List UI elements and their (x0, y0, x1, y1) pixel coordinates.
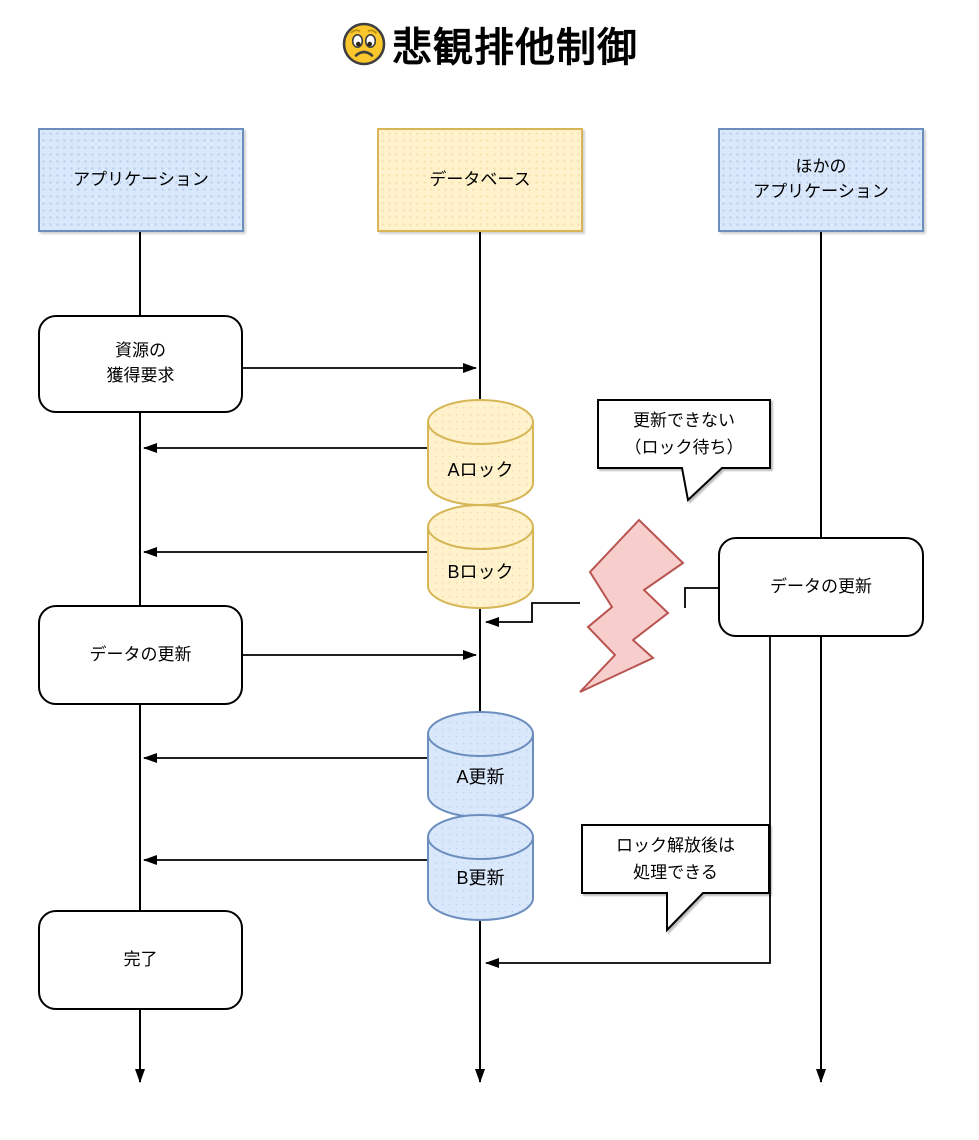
step-other-update-data: データの更新 (718, 537, 924, 637)
actor-application-label: アプリケーション (73, 169, 209, 189)
arrow-blocked-update-right-part (684, 587, 720, 608)
actor-database-label: データベース (429, 169, 531, 189)
step-update-data: データの更新 (38, 605, 243, 705)
cylinder-lock-a-label: Aロック (447, 460, 514, 480)
actor-other-application: ほかの アプリケーション (718, 128, 924, 232)
worried-face-emoji-icon (342, 22, 386, 66)
step-acquire-request-label: 資源の 獲得要求 (106, 341, 175, 385)
cylinder-lock-b (427, 504, 534, 609)
cylinder-update-b (427, 814, 534, 921)
cylinder-lock-a (427, 399, 534, 506)
arrow-blocked-update-left-part (485, 602, 580, 627)
lightning-bolt-icon (579, 518, 685, 693)
callout-bubble-cannot-update (597, 399, 771, 502)
callout-cannot-update-text: 更新できない （ロック待ち） (624, 411, 744, 458)
step-complete-label: 完了 (123, 949, 158, 969)
step-update-data-label: データの更新 (89, 644, 192, 664)
step-other-update-data-label: データの更新 (770, 576, 872, 596)
step-acquire-request: 資源の 獲得要求 (38, 315, 243, 413)
cylinder-update-a-label: A更新 (456, 767, 505, 787)
cylinder-update-b-label: B更新 (456, 868, 505, 888)
callout-bubble-after-release (581, 824, 770, 933)
page-title-text: 悲観排他制御 (392, 26, 638, 70)
callout-after-release-text: ロック解放後は 処理できる (616, 836, 735, 883)
step-complete: 完了 (38, 910, 243, 1010)
cylinder-lock-b-label: Bロック (447, 562, 514, 582)
actor-application: アプリケーション (38, 128, 244, 232)
cylinder-update-a (427, 711, 534, 818)
arrow-retry-after-release (485, 637, 771, 968)
page-title: 悲観排他制御 (0, 14, 979, 74)
actor-other-application-label: ほかの アプリケーション (753, 157, 889, 201)
actor-database: データベース (377, 128, 583, 232)
